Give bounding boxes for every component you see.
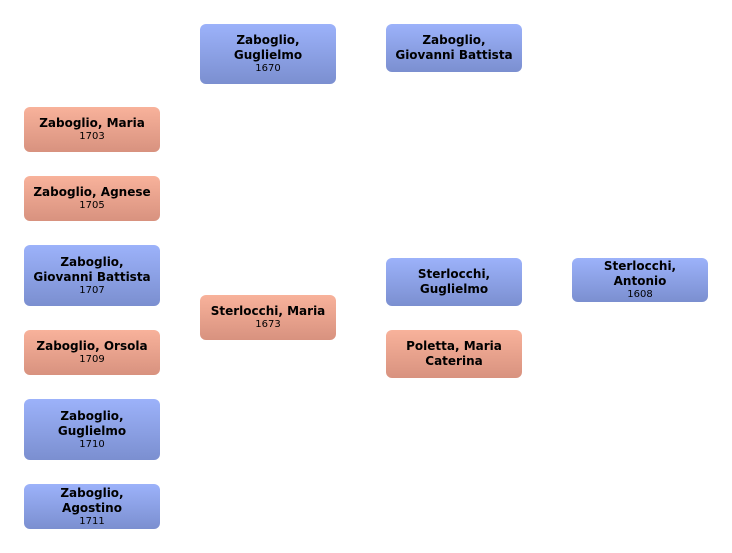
person-name: Sterlocchi, Maria <box>210 304 326 318</box>
person-node[interactable]: Sterlocchi, Guglielmo <box>386 258 522 306</box>
person-year: 1673 <box>255 319 281 330</box>
person-year: 1705 <box>79 200 105 211</box>
person-year: 1670 <box>255 63 281 74</box>
person-name: Poletta, Maria Caterina <box>406 339 502 368</box>
person-year: 1710 <box>79 438 105 450</box>
person-name: Zaboglio, Agnese <box>33 185 151 199</box>
person-year: 1707 <box>79 284 105 296</box>
person-name: Zaboglio, Giovanni Battista <box>395 33 513 62</box>
person-year: 1711 <box>79 515 105 527</box>
person-node[interactable]: Poletta, Maria Caterina <box>386 330 522 378</box>
person-name: Zaboglio, Giovanni Battista <box>33 254 151 284</box>
person-name: Sterlocchi, Antonio <box>603 259 677 288</box>
person-name: Zaboglio, Guglielmo <box>57 408 127 438</box>
person-name: Zaboglio, Agostino <box>60 485 124 515</box>
person-name: Zaboglio, Orsola <box>36 339 148 353</box>
person-name: Sterlocchi, Guglielmo <box>417 267 491 296</box>
person-year: 1703 <box>79 131 105 142</box>
person-year: 1608 <box>627 289 653 300</box>
person-name: Zaboglio, Maria <box>39 116 145 130</box>
person-name: Zaboglio, Guglielmo <box>233 33 303 62</box>
person-node[interactable]: Zaboglio, Giovanni Battista <box>386 24 522 72</box>
person-year: 1709 <box>79 354 105 365</box>
